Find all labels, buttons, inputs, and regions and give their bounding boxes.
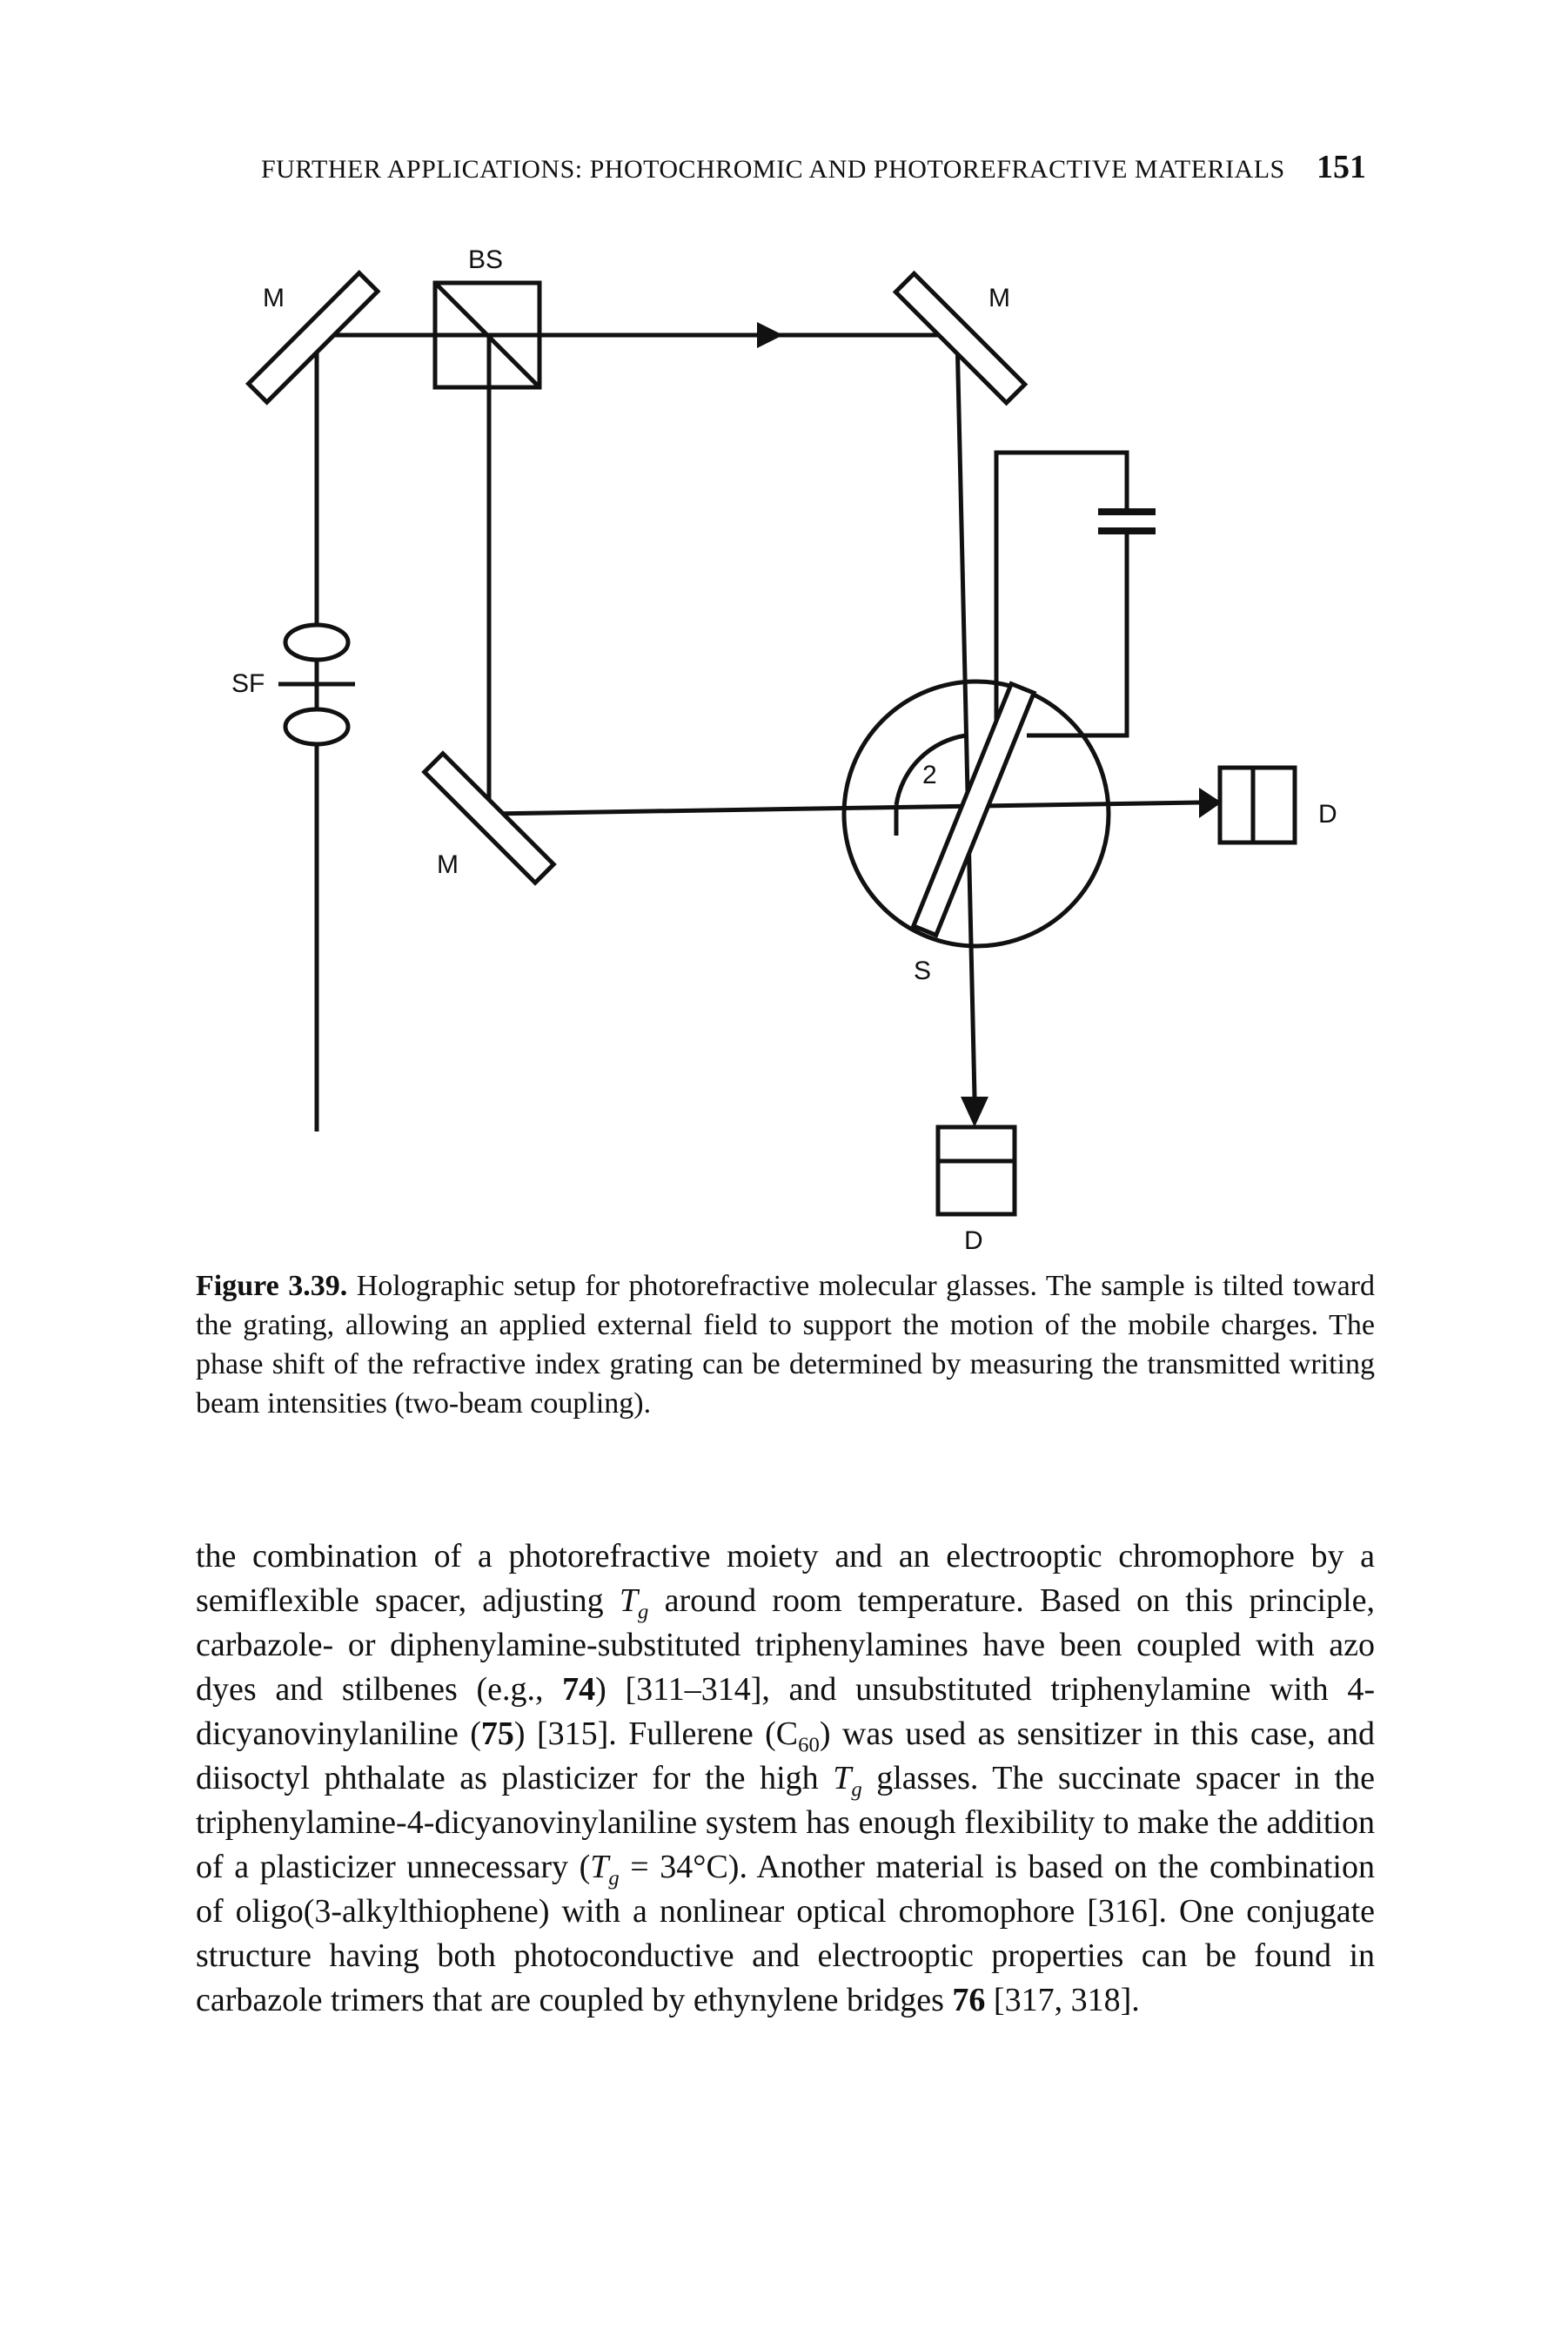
page-number: 151 — [1317, 149, 1366, 185]
lens-bottom — [283, 707, 351, 747]
hv-wire-lower — [1027, 531, 1129, 738]
detector-right-box — [1217, 765, 1297, 845]
body-paragraph: the combination of a photorefractive moi… — [196, 1538, 1375, 2018]
label-mirror-top-left: M — [263, 284, 285, 312]
mirror-bottom — [421, 750, 557, 886]
detector-bottom-box — [935, 1125, 1017, 1217]
label-sample-angle: 2 — [922, 761, 937, 789]
label-mirror-bottom: M — [437, 850, 459, 879]
lens-top — [283, 622, 351, 662]
mirror-top-left — [245, 270, 381, 406]
mirror-top-right — [892, 270, 1029, 406]
label-sample: S — [914, 957, 931, 985]
hv-wire — [994, 450, 1129, 735]
arrow-top — [757, 322, 783, 348]
label-bs: BS — [468, 245, 503, 274]
beam-right-vertical — [955, 334, 977, 1098]
label-detector-right: D — [1318, 800, 1337, 829]
arrow-down — [961, 1097, 988, 1127]
label-mirror-top-right: M — [988, 284, 1010, 312]
caption-label: Figure 3.39. — [196, 1270, 348, 1302]
angle-arc — [894, 733, 967, 806]
figure-caption: Figure 3.39. Holographic setup for photo… — [196, 1266, 1375, 1423]
running-head: FURTHER APPLICATIONS: PHOTOCHROMIC AND P… — [261, 155, 1285, 184]
label-detector-bottom: D — [964, 1226, 983, 1255]
arrow-right — [1199, 788, 1222, 818]
caption-text: Holographic setup for photorefractive mo… — [196, 1270, 1375, 1420]
label-spatial-filter: SF — [231, 669, 265, 698]
holographic-setup-figure: BS M M M SF 2 S D D — [231, 245, 1337, 1255]
sample-rotation-circle — [841, 679, 1111, 949]
sample-slab — [910, 681, 1037, 938]
